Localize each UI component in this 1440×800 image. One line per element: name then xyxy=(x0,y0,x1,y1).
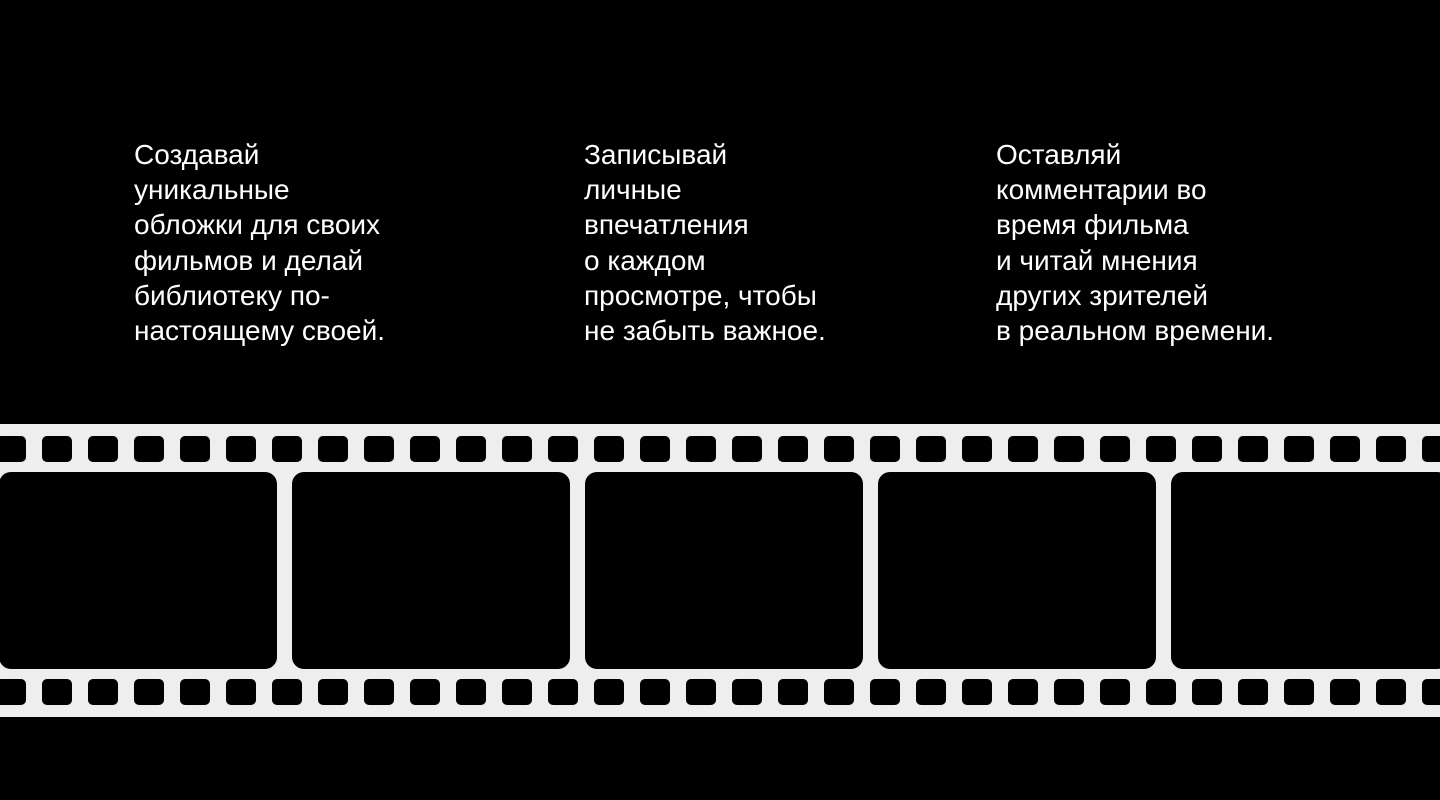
film-sprocket-hole xyxy=(456,679,486,705)
film-frame xyxy=(292,472,570,669)
feature-text-notes: Записывай личные впечатления о каждом пр… xyxy=(584,139,826,347)
film-sprocket-hole xyxy=(1376,436,1406,462)
film-sprocket-hole xyxy=(1054,679,1084,705)
film-sprocket-hole xyxy=(0,679,26,705)
film-frame xyxy=(878,472,1156,669)
film-sprocket-hole xyxy=(1008,679,1038,705)
film-sprocket-hole xyxy=(1376,679,1406,705)
film-sprocket-hole xyxy=(272,679,302,705)
film-sprocket-hole xyxy=(456,436,486,462)
film-sprocket-hole xyxy=(0,436,26,462)
film-sprocket-hole xyxy=(548,436,578,462)
film-sprocket-hole xyxy=(962,436,992,462)
film-sprocket-hole xyxy=(594,436,624,462)
film-sprocket-hole xyxy=(502,436,532,462)
feature-text-covers: Создавай уникальные обложки для своих фи… xyxy=(134,139,386,347)
feature-text-comments: Оставляй комментарии во время фильма и ч… xyxy=(996,139,1275,347)
film-sprocket-hole xyxy=(962,679,992,705)
film-sprocket-hole xyxy=(1100,679,1130,705)
film-sprocket-hole xyxy=(548,679,578,705)
film-sprocket-hole xyxy=(364,679,394,705)
film-sprocket-hole xyxy=(1146,436,1176,462)
film-sprocket-hole xyxy=(1100,436,1130,462)
film-sprocket-hole xyxy=(1284,679,1314,705)
film-sprocket-hole xyxy=(870,679,900,705)
film-sprocket-hole xyxy=(732,436,762,462)
film-frame xyxy=(585,472,863,669)
film-sprocket-hole xyxy=(916,436,946,462)
filmstrip-graphic xyxy=(0,424,1440,717)
film-sprocket-hole xyxy=(824,436,854,462)
film-sprocket-hole xyxy=(778,679,808,705)
film-sprocket-hole xyxy=(1422,679,1440,705)
film-sprocket-hole xyxy=(916,679,946,705)
film-sprocket-hole xyxy=(870,436,900,462)
film-sprocket-hole xyxy=(1146,679,1176,705)
film-sprocket-hole xyxy=(1422,436,1440,462)
film-sprocket-hole xyxy=(824,679,854,705)
film-sprocket-hole xyxy=(1192,679,1222,705)
film-sprocket-hole xyxy=(410,679,440,705)
film-sprocket-hole xyxy=(134,436,164,462)
film-sprocket-hole xyxy=(1330,679,1360,705)
film-sprocket-hole xyxy=(42,679,72,705)
film-sprocket-hole xyxy=(134,679,164,705)
film-sprocket-hole xyxy=(1192,436,1222,462)
film-sprocket-hole xyxy=(88,436,118,462)
film-sprocket-hole xyxy=(42,436,72,462)
film-sprocket-hole xyxy=(686,436,716,462)
film-sprocket-hole xyxy=(272,436,302,462)
film-sprocket-hole xyxy=(686,679,716,705)
film-frame xyxy=(0,472,277,669)
film-sprocket-hole xyxy=(640,679,670,705)
film-sprocket-hole xyxy=(594,679,624,705)
film-frame xyxy=(1171,472,1440,669)
film-sprocket-hole xyxy=(640,436,670,462)
film-sprocket-hole xyxy=(1238,679,1268,705)
film-sprocket-hole xyxy=(1054,436,1084,462)
film-sprocket-hole xyxy=(1008,436,1038,462)
film-sprocket-hole xyxy=(778,436,808,462)
film-sprocket-hole xyxy=(732,679,762,705)
film-sprocket-hole xyxy=(226,436,256,462)
film-sprocket-hole xyxy=(502,679,532,705)
film-sprocket-hole xyxy=(1330,436,1360,462)
film-sprocket-hole xyxy=(318,436,348,462)
film-sprocket-hole xyxy=(88,679,118,705)
film-sprocket-hole xyxy=(180,679,210,705)
film-sprocket-hole xyxy=(318,679,348,705)
film-sprocket-hole xyxy=(180,436,210,462)
film-sprocket-hole xyxy=(1238,436,1268,462)
film-sprocket-hole xyxy=(1284,436,1314,462)
film-sprocket-hole xyxy=(226,679,256,705)
film-sprocket-hole xyxy=(410,436,440,462)
film-sprocket-hole xyxy=(364,436,394,462)
